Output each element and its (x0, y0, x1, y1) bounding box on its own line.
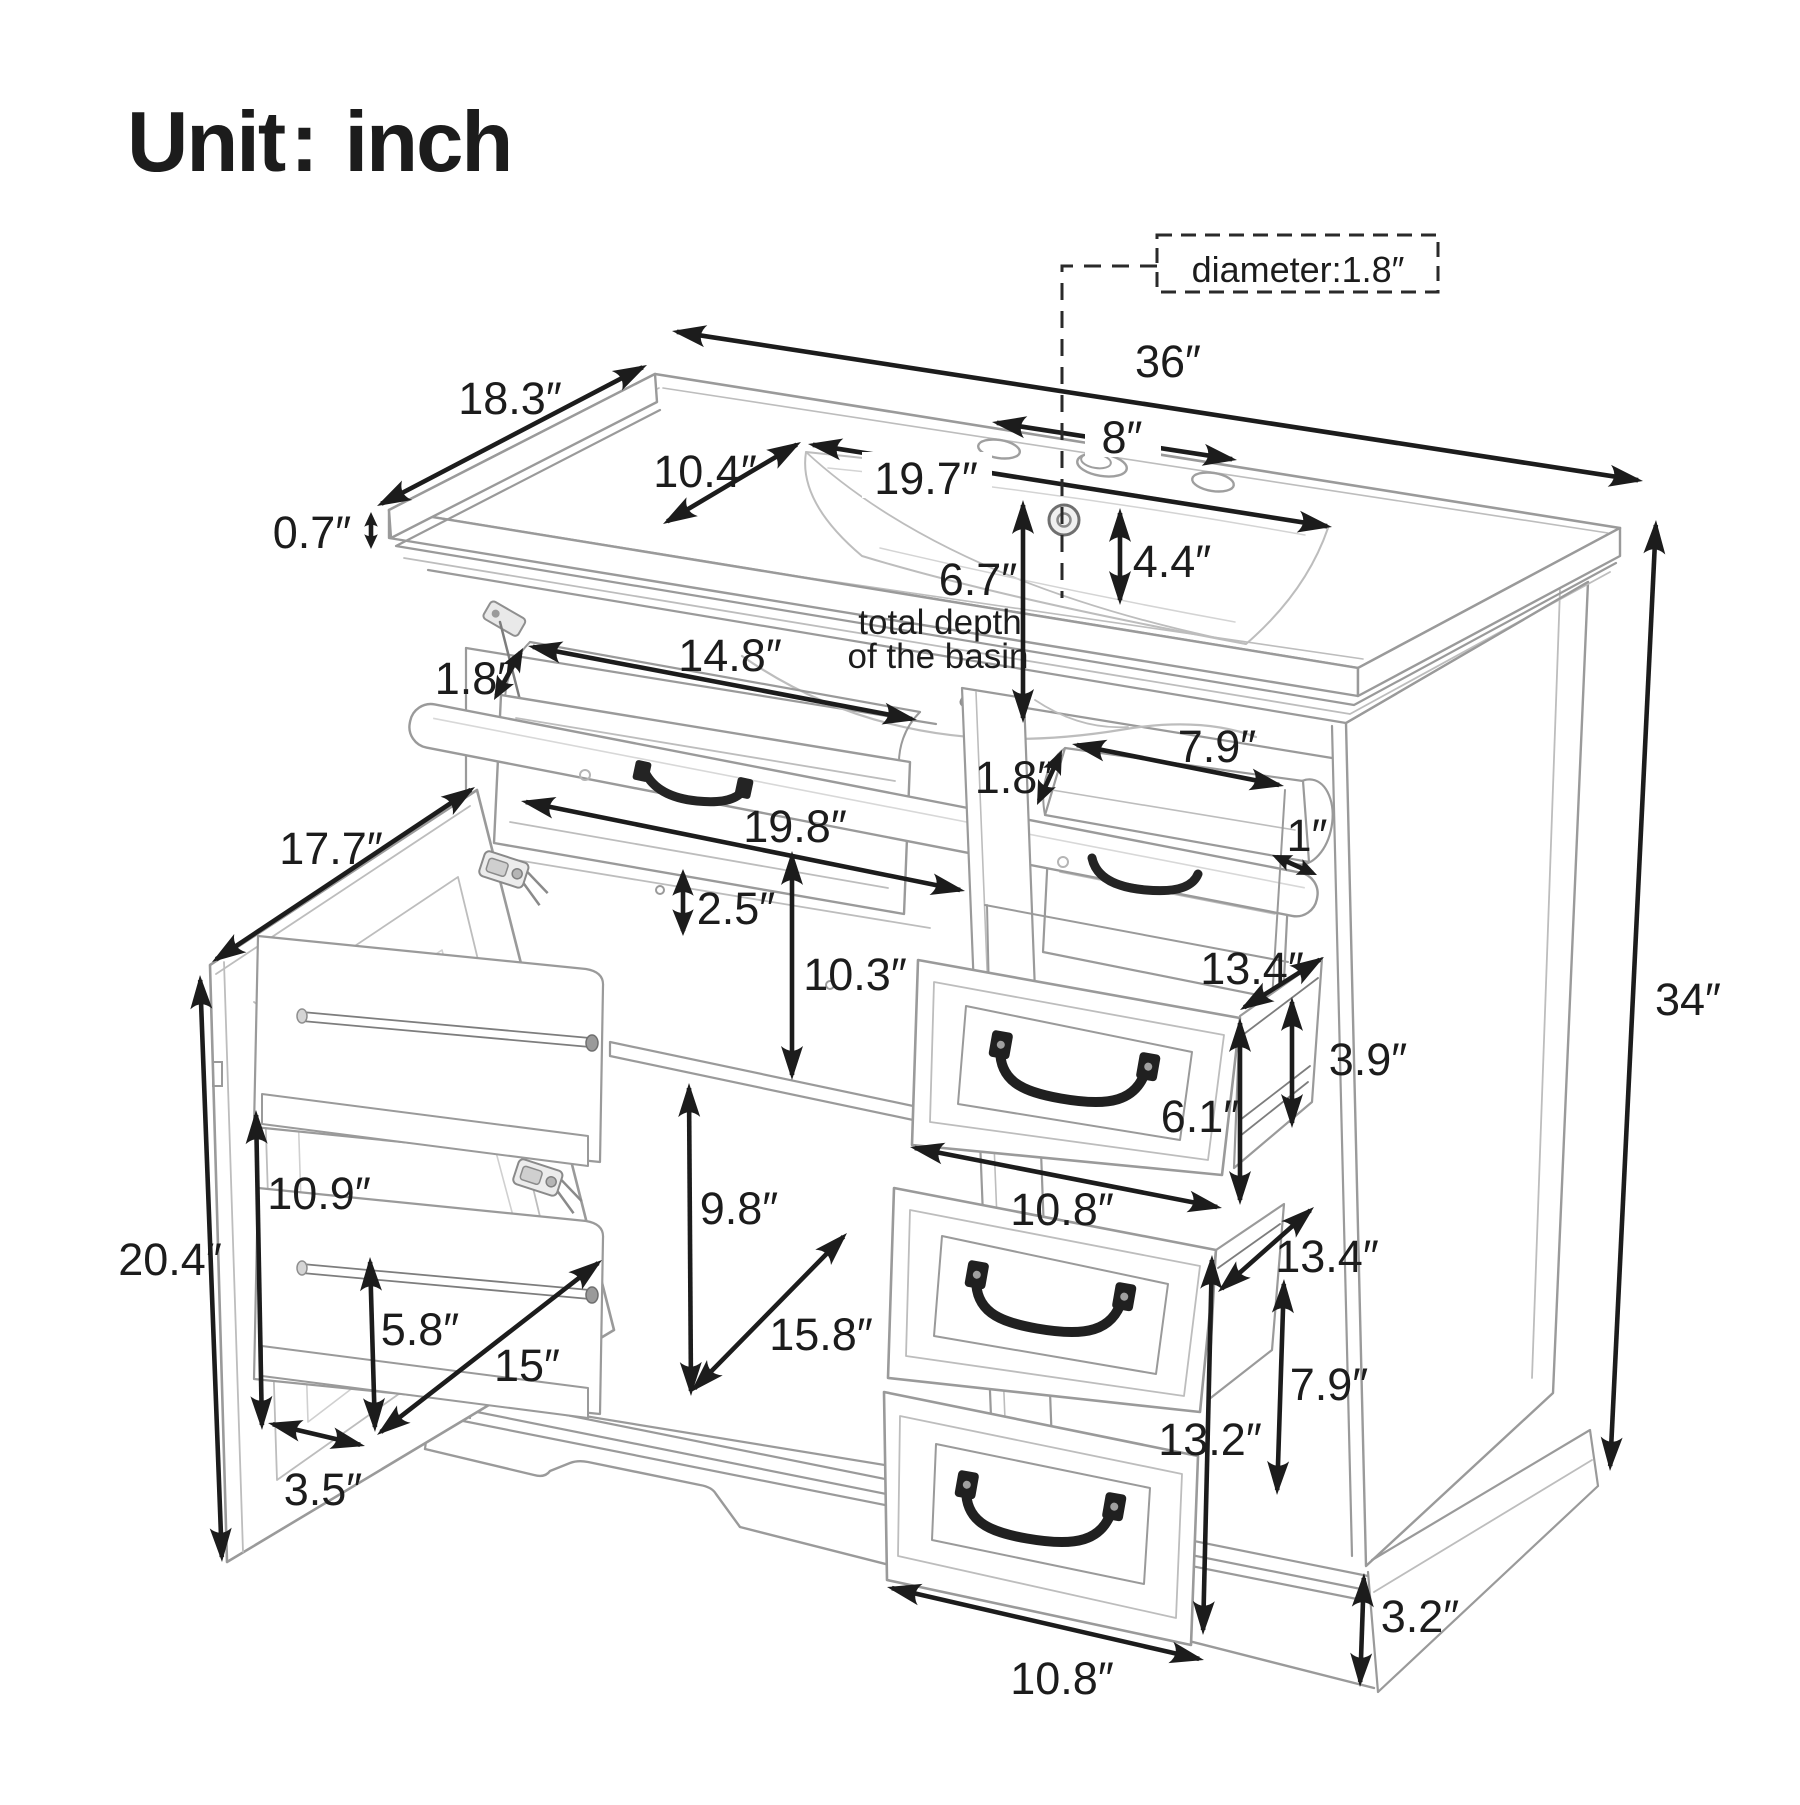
svg-text:15″: 15″ (494, 1340, 560, 1391)
svg-text:10.9″: 10.9″ (267, 1168, 371, 1219)
svg-text:of the basin: of the basin (848, 637, 1029, 676)
svg-text:1.8″: 1.8″ (435, 653, 514, 704)
svg-text:Unit:inch: Unit:inch (127, 95, 511, 190)
svg-text:13.4″: 13.4″ (1200, 943, 1304, 994)
svg-text:5.8″: 5.8″ (381, 1304, 460, 1355)
svg-text:14.8″: 14.8″ (678, 630, 782, 681)
svg-text:34″: 34″ (1655, 974, 1721, 1025)
svg-text:2.5″: 2.5″ (697, 883, 776, 934)
svg-text:13.4″: 13.4″ (1275, 1231, 1379, 1282)
svg-text:10.3″: 10.3″ (803, 949, 907, 1000)
svg-text:6.7″: 6.7″ (939, 554, 1018, 605)
svg-text:15.8″: 15.8″ (769, 1309, 873, 1360)
svg-text:9.8″: 9.8″ (700, 1183, 779, 1234)
svg-text:4.4″: 4.4″ (1133, 536, 1212, 587)
svg-text:0.7″: 0.7″ (273, 507, 352, 558)
svg-text:7.9″: 7.9″ (1178, 721, 1257, 772)
svg-text:10.8″: 10.8″ (1010, 1653, 1114, 1704)
svg-text:diameter:1.8″: diameter:1.8″ (1192, 249, 1405, 290)
svg-text:1.8″: 1.8″ (975, 752, 1054, 803)
svg-text:6.1″: 6.1″ (1161, 1091, 1240, 1142)
svg-text:36″: 36″ (1135, 336, 1201, 387)
svg-text:8″: 8″ (1102, 412, 1143, 463)
svg-text:19.8″: 19.8″ (743, 801, 847, 852)
svg-text:19.7″: 19.7″ (874, 453, 978, 504)
svg-text:13.2″: 13.2″ (1158, 1414, 1262, 1465)
svg-text:1″: 1″ (1287, 810, 1328, 861)
svg-text:3.5″: 3.5″ (284, 1464, 363, 1515)
svg-text:7.9″: 7.9″ (1290, 1359, 1369, 1410)
svg-text:3.2″: 3.2″ (1381, 1591, 1460, 1642)
svg-text:20.4″: 20.4″ (118, 1234, 222, 1285)
svg-text:3.9″: 3.9″ (1329, 1034, 1408, 1085)
svg-text:18.3″: 18.3″ (458, 373, 562, 424)
svg-text:total depth: total depth (858, 603, 1021, 642)
svg-text:10.8″: 10.8″ (1010, 1184, 1114, 1235)
svg-text:10.4″: 10.4″ (653, 446, 757, 497)
svg-text:17.7″: 17.7″ (279, 823, 383, 874)
